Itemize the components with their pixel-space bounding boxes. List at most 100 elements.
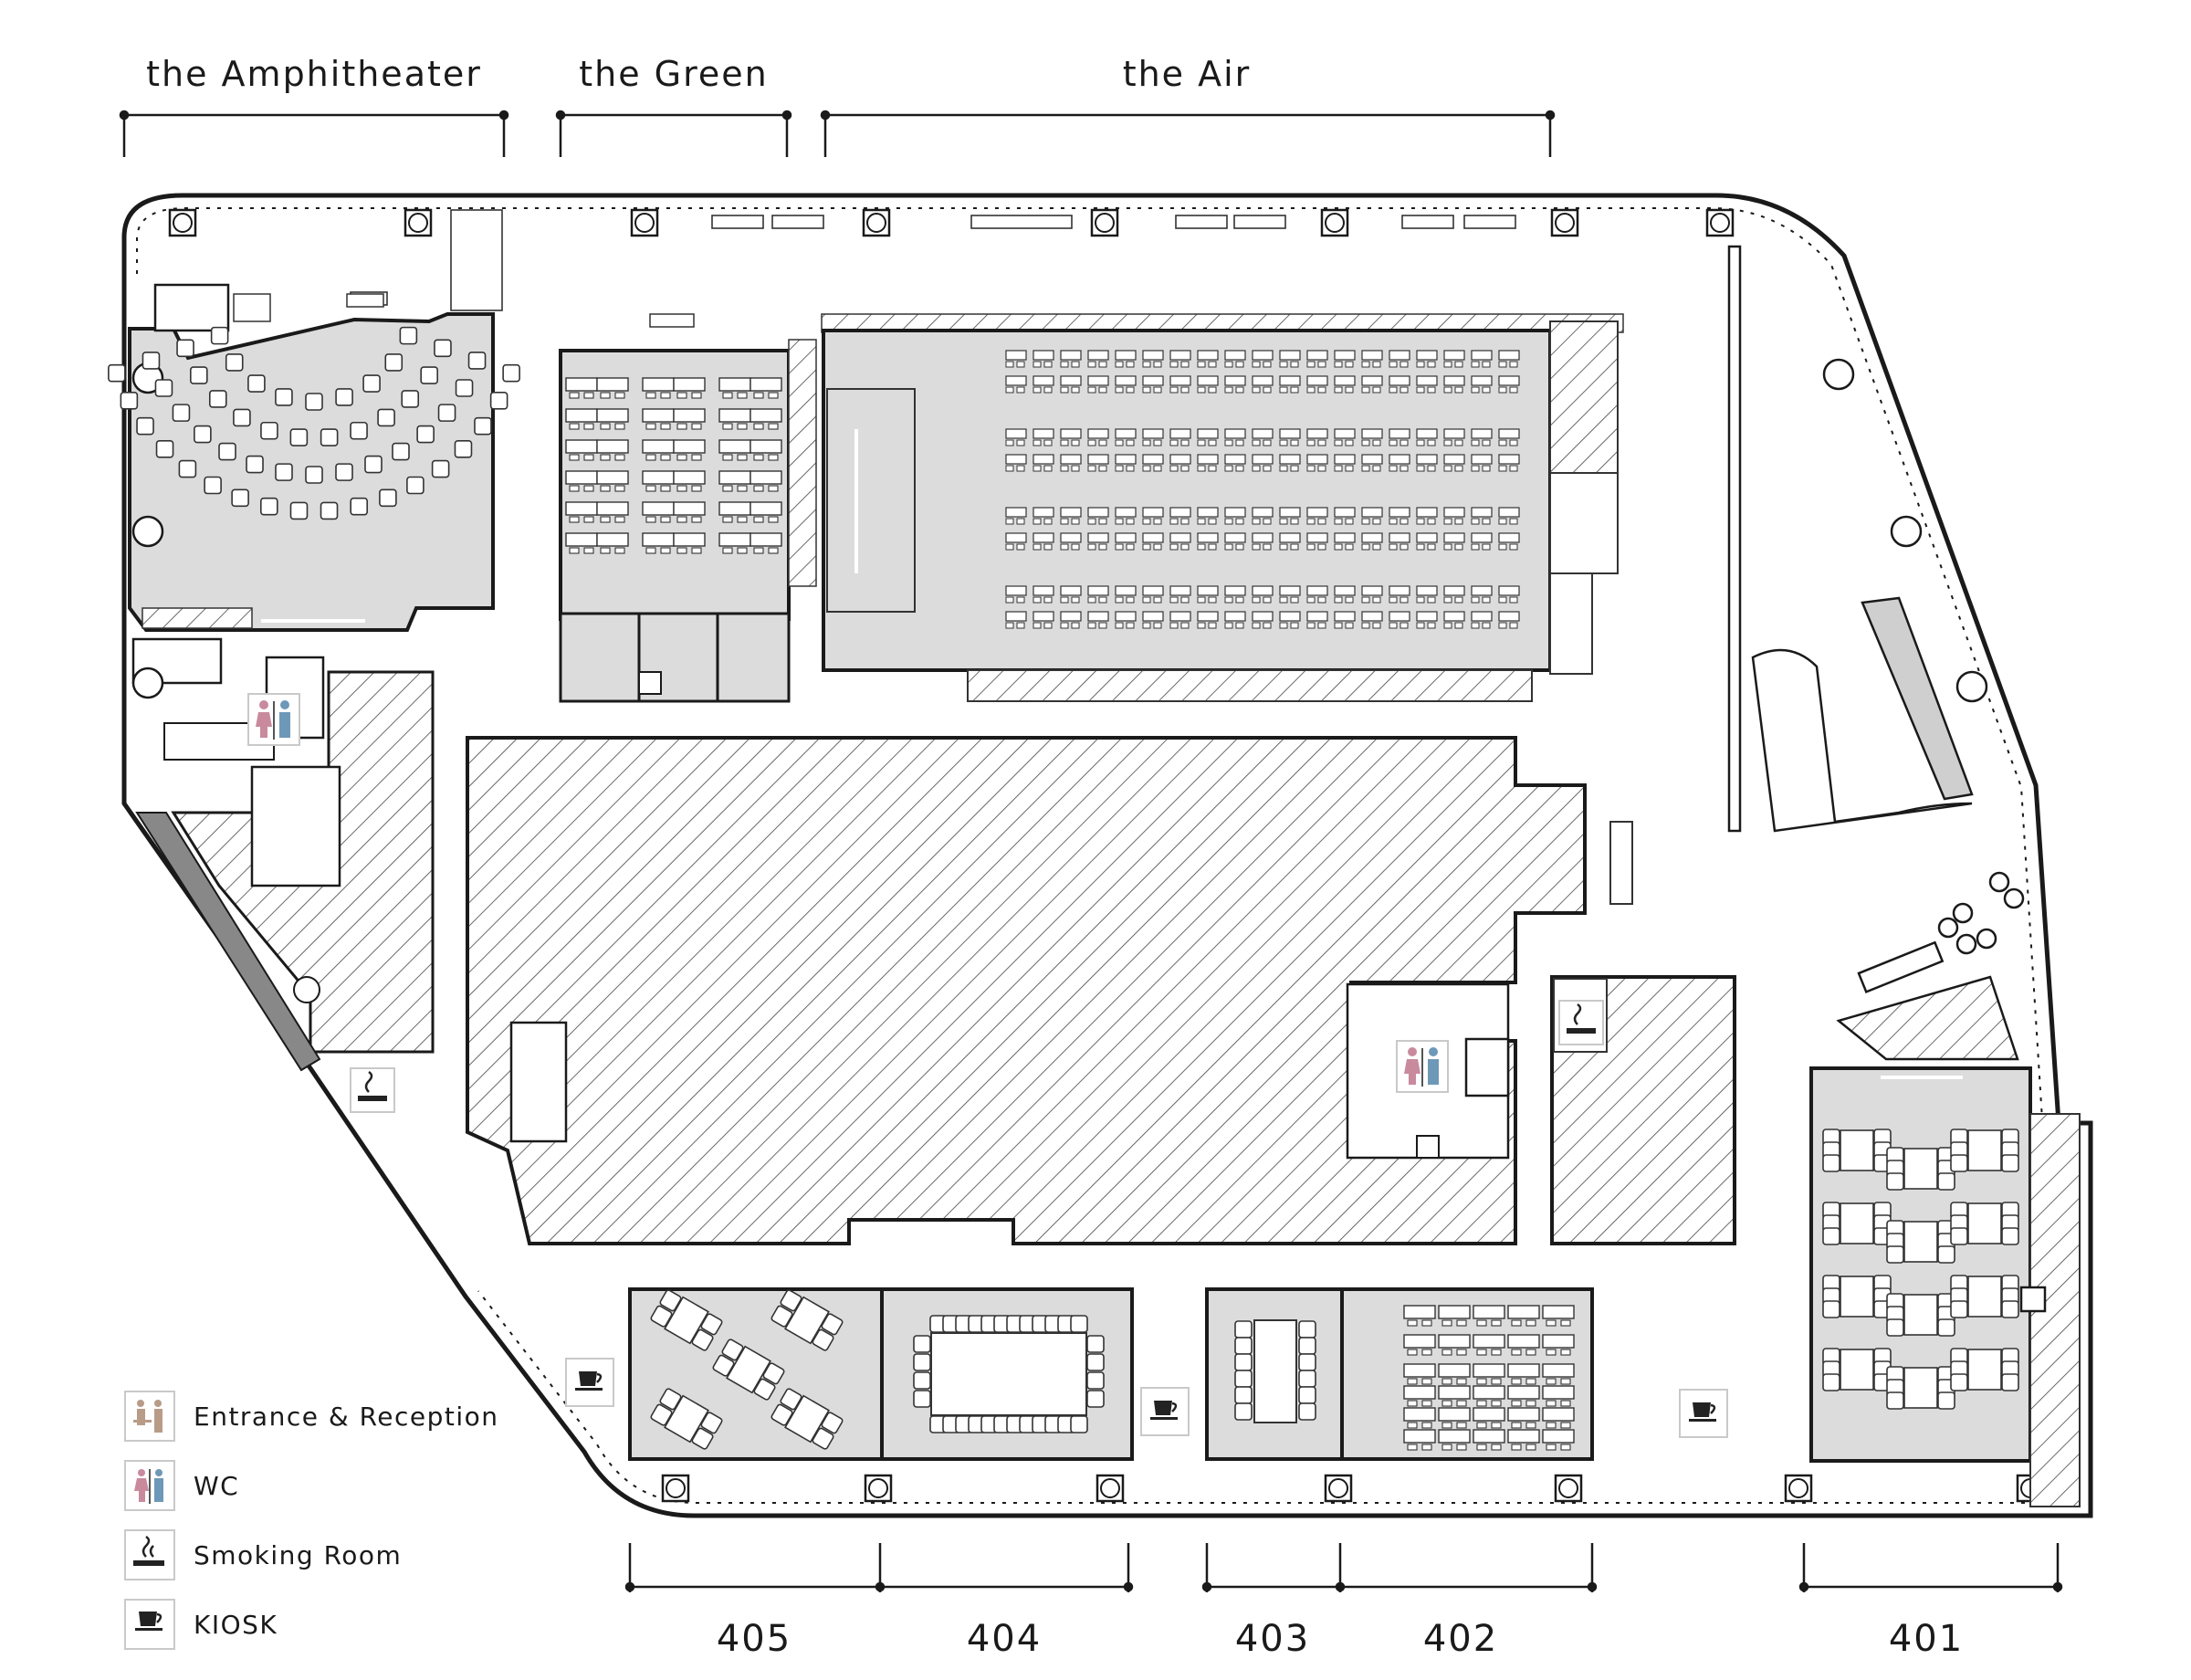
desk bbox=[1224, 454, 1246, 472]
chair bbox=[821, 1412, 844, 1434]
chair bbox=[176, 339, 194, 358]
chair bbox=[771, 1403, 793, 1426]
table-cluster bbox=[771, 1289, 844, 1351]
desk bbox=[1169, 532, 1191, 551]
chair bbox=[154, 379, 173, 397]
smoking-room-icon bbox=[350, 1067, 395, 1113]
chair bbox=[194, 425, 212, 444]
desk bbox=[750, 408, 782, 430]
chair bbox=[289, 501, 309, 520]
chair bbox=[700, 1313, 723, 1336]
desk bbox=[642, 408, 675, 430]
desk bbox=[1142, 585, 1164, 604]
chair bbox=[434, 339, 452, 358]
chair bbox=[2001, 1227, 2019, 1245]
legend-label-smoking: Smoking Room bbox=[194, 1539, 403, 1570]
desk bbox=[1033, 611, 1054, 629]
room-403 bbox=[1205, 1287, 1344, 1461]
desk bbox=[596, 439, 629, 461]
desk bbox=[1416, 611, 1438, 629]
desk bbox=[1389, 350, 1410, 368]
chair bbox=[1950, 1373, 1968, 1391]
chair bbox=[1234, 1402, 1253, 1421]
room-number-402: 402 bbox=[1423, 1618, 1498, 1660]
desk bbox=[1473, 1429, 1505, 1451]
room-number-404: 404 bbox=[967, 1618, 1042, 1660]
chair bbox=[1234, 1337, 1253, 1355]
desk bbox=[1473, 1407, 1505, 1429]
desk bbox=[1169, 350, 1191, 368]
desk bbox=[565, 532, 598, 554]
chair bbox=[1298, 1353, 1316, 1371]
chair bbox=[416, 425, 435, 444]
chair bbox=[420, 366, 438, 384]
room-number-403: 403 bbox=[1235, 1618, 1310, 1660]
desk bbox=[1443, 507, 1465, 525]
wc-icon bbox=[1396, 1040, 1449, 1093]
desk bbox=[1279, 350, 1301, 368]
desk bbox=[1498, 428, 1520, 446]
room-number-brackets bbox=[624, 1543, 2063, 1592]
desk bbox=[673, 470, 706, 492]
desk bbox=[1033, 585, 1054, 604]
desk bbox=[642, 377, 675, 399]
desk bbox=[1060, 611, 1082, 629]
desk bbox=[1438, 1305, 1471, 1327]
chair bbox=[1234, 1320, 1253, 1339]
chair bbox=[379, 488, 397, 508]
table-cluster bbox=[1950, 1129, 2019, 1172]
chair bbox=[1234, 1386, 1253, 1404]
chair bbox=[1086, 1390, 1105, 1408]
desk bbox=[1005, 507, 1027, 525]
desk bbox=[1389, 428, 1410, 446]
chair bbox=[1950, 1227, 1968, 1245]
chair bbox=[1937, 1391, 1955, 1410]
desk bbox=[1416, 454, 1438, 472]
desk bbox=[673, 408, 706, 430]
desk bbox=[1169, 375, 1191, 394]
chair bbox=[2001, 1300, 2019, 1318]
desk bbox=[1005, 585, 1027, 604]
desk bbox=[1169, 585, 1191, 604]
desk bbox=[1498, 532, 1520, 551]
legend-item-wc: WC bbox=[124, 1457, 562, 1514]
chair bbox=[406, 476, 425, 495]
desk bbox=[750, 501, 782, 523]
desk bbox=[1060, 585, 1082, 604]
chair bbox=[650, 1403, 673, 1426]
chair bbox=[275, 463, 293, 481]
chair bbox=[208, 390, 227, 408]
desk bbox=[1471, 375, 1493, 394]
desk bbox=[1060, 454, 1082, 472]
desk bbox=[1197, 507, 1219, 525]
chair bbox=[210, 326, 229, 345]
desk bbox=[1443, 532, 1465, 551]
wc-icon bbox=[247, 693, 300, 746]
chair bbox=[700, 1412, 723, 1434]
desk bbox=[1361, 454, 1383, 472]
chair bbox=[350, 497, 369, 516]
chair bbox=[771, 1305, 793, 1328]
chair bbox=[1822, 1154, 1840, 1172]
chair bbox=[335, 388, 353, 406]
desk bbox=[1197, 532, 1219, 551]
desk bbox=[1403, 1407, 1436, 1429]
desk bbox=[1306, 611, 1328, 629]
legend-item-entrance: Entrance & Reception bbox=[124, 1388, 562, 1444]
desk bbox=[1416, 428, 1438, 446]
desk bbox=[1252, 611, 1274, 629]
chair bbox=[1822, 1373, 1840, 1391]
chair bbox=[377, 408, 395, 427]
desk bbox=[1224, 375, 1246, 394]
table-cluster bbox=[1886, 1220, 1955, 1264]
desk bbox=[1498, 507, 1520, 525]
chair bbox=[136, 416, 154, 436]
desk bbox=[1252, 532, 1274, 551]
desk bbox=[673, 439, 706, 461]
chair bbox=[108, 363, 126, 383]
chair bbox=[659, 1289, 682, 1312]
desk bbox=[1542, 1429, 1575, 1451]
desk bbox=[1306, 428, 1328, 446]
chair bbox=[437, 404, 456, 422]
desk bbox=[1498, 454, 1520, 472]
